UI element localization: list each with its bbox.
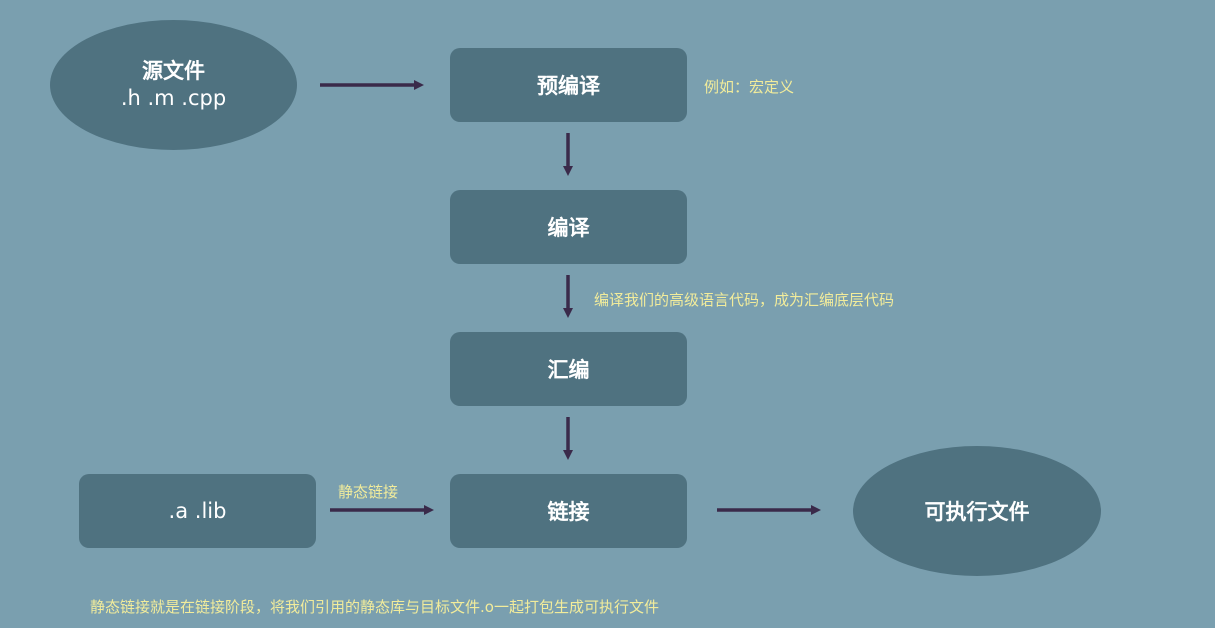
link-label: 链接 — [547, 500, 590, 524]
source-file-node: 源文件 .h .m .cpp — [50, 20, 297, 150]
compile-note: 编译我们的高级语言代码，成为汇编底层代码 — [594, 291, 895, 309]
precompile-label: 预编译 — [537, 74, 600, 98]
static-link-label: 静态链接 — [338, 483, 399, 501]
executable-node: 可执行文件 — [853, 446, 1101, 576]
assemble-node: 汇编 — [450, 332, 687, 406]
source-file-title: 源文件 — [142, 58, 205, 83]
executable-label: 可执行文件 — [924, 500, 1030, 524]
link-node: 链接 — [450, 474, 687, 548]
precompile-note: 例如：宏定义 — [704, 78, 795, 96]
static-library-node: .a .lib — [79, 474, 316, 548]
compile-label: 编译 — [547, 216, 590, 240]
assemble-label: 汇编 — [547, 358, 590, 382]
compile-node: 编译 — [450, 190, 687, 264]
precompile-node: 预编译 — [450, 48, 687, 122]
footer-note: 静态链接就是在链接阶段，将我们引用的静态库与目标文件.o一起打包生成可执行文件 — [90, 598, 659, 616]
static-library-label: .a .lib — [168, 499, 227, 523]
source-file-extensions: .h .m .cpp — [120, 86, 227, 110]
